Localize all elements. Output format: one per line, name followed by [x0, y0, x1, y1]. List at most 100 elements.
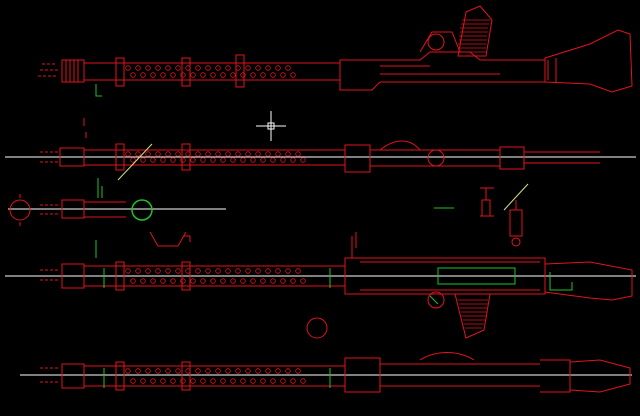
- jacket-hole: [155, 368, 161, 374]
- muzzle-end-view-circle: [306, 317, 328, 339]
- jacket-hole: [170, 157, 176, 163]
- jacket-hole: [140, 378, 146, 384]
- jacket-hole: [255, 268, 261, 274]
- jacket-hole: [125, 268, 131, 274]
- jacket-hole: [285, 268, 291, 274]
- jacket-hole: [150, 278, 156, 284]
- jacket-hole: [265, 368, 271, 374]
- jacket-hole: [285, 368, 291, 374]
- jacket-hole: [150, 157, 156, 163]
- jacket-hole: [195, 151, 201, 157]
- jacket-hole: [250, 378, 256, 384]
- jacket-hole: [225, 368, 231, 374]
- jacket-hole: [210, 378, 216, 384]
- jacket-hole: [155, 268, 161, 274]
- jacket-hole: [140, 157, 146, 163]
- jacket-hole: [290, 72, 296, 78]
- jacket-hole: [160, 157, 166, 163]
- jacket-hole: [170, 378, 176, 384]
- jacket-hole: [265, 65, 271, 71]
- jacket-hole: [130, 378, 136, 384]
- jacket-hole: [270, 378, 276, 384]
- jacket-hole: [295, 368, 301, 374]
- jacket-hole: [285, 151, 291, 157]
- detail-mark-view-1: [95, 84, 102, 97]
- jacket-hole: [205, 151, 211, 157]
- jacket-hole: [205, 268, 211, 274]
- jacket-hole: [130, 72, 136, 78]
- jacket-hole: [255, 65, 261, 71]
- jacket-hole: [200, 157, 206, 163]
- jacket-hole: [155, 65, 161, 71]
- view-top-plan[interactable]: [40, 118, 600, 173]
- jacket-hole: [275, 151, 281, 157]
- jacket-hole: [250, 157, 256, 163]
- leader-line-view-3: [503, 183, 529, 211]
- jacket-hole: [215, 268, 221, 274]
- jacket-hole: [210, 278, 216, 284]
- jacket-hole: [290, 157, 296, 163]
- jacket-hole: [280, 157, 286, 163]
- jacket-hole: [145, 368, 151, 374]
- jacket-hole: [135, 268, 141, 274]
- jacket-hole: [205, 65, 211, 71]
- jacket-holes-view-1: [125, 65, 296, 78]
- barrel-cross-section-green: [131, 199, 153, 221]
- jacket-hole: [130, 278, 136, 284]
- jacket-hole: [220, 378, 226, 384]
- jacket-hole: [145, 151, 151, 157]
- detail-mark-view-5: [103, 368, 331, 388]
- jacket-hole: [270, 278, 276, 284]
- jacket-hole: [220, 157, 226, 163]
- jacket-hole: [225, 151, 231, 157]
- jacket-hole: [125, 65, 131, 71]
- jacket-hole: [265, 151, 271, 157]
- jacket-hole: [125, 151, 131, 157]
- view-bottom-plan[interactable]: [40, 352, 631, 393]
- jacket-hole: [300, 278, 306, 284]
- jacket-hole: [205, 368, 211, 374]
- view-barrel-section[interactable]: [9, 187, 523, 247]
- jacket-hole: [275, 368, 281, 374]
- jacket-hole: [130, 157, 136, 163]
- jacket-hole: [200, 378, 206, 384]
- jacket-holes-view-5: [125, 368, 306, 384]
- jacket-hole: [175, 368, 181, 374]
- jacket-hole: [165, 268, 171, 274]
- jacket-hole: [270, 72, 276, 78]
- jacket-hole: [135, 65, 141, 71]
- jacket-hole: [235, 268, 241, 274]
- jacket-hole: [260, 278, 266, 284]
- jacket-hole: [155, 151, 161, 157]
- view-side-elevation-top[interactable]: [38, 5, 633, 93]
- jacket-hole: [190, 378, 196, 384]
- jacket-hole: [270, 157, 276, 163]
- jacket-hole: [200, 278, 206, 284]
- detail-mark-view-3: [97, 178, 103, 198]
- jacket-hole: [295, 268, 301, 274]
- jacket-hole: [135, 368, 141, 374]
- jacket-hole: [245, 65, 251, 71]
- jacket-hole: [220, 72, 226, 78]
- view-side-elevation-sectioned[interactable]: [40, 232, 633, 339]
- jacket-hole: [175, 65, 181, 71]
- leader-line-view-2: [117, 143, 153, 181]
- jacket-hole: [300, 157, 306, 163]
- jacket-hole: [180, 72, 186, 78]
- jacket-hole: [160, 278, 166, 284]
- jacket-hole: [290, 378, 296, 384]
- jacket-hole: [255, 368, 261, 374]
- jacket-hole: [215, 368, 221, 374]
- jacket-hole: [265, 268, 271, 274]
- jacket-hole: [190, 278, 196, 284]
- jacket-hole: [165, 151, 171, 157]
- jacket-hole: [280, 278, 286, 284]
- jacket-hole: [255, 151, 261, 157]
- jacket-hole: [240, 278, 246, 284]
- jacket-hole: [185, 151, 191, 157]
- jacket-hole: [215, 151, 221, 157]
- jacket-hole: [280, 378, 286, 384]
